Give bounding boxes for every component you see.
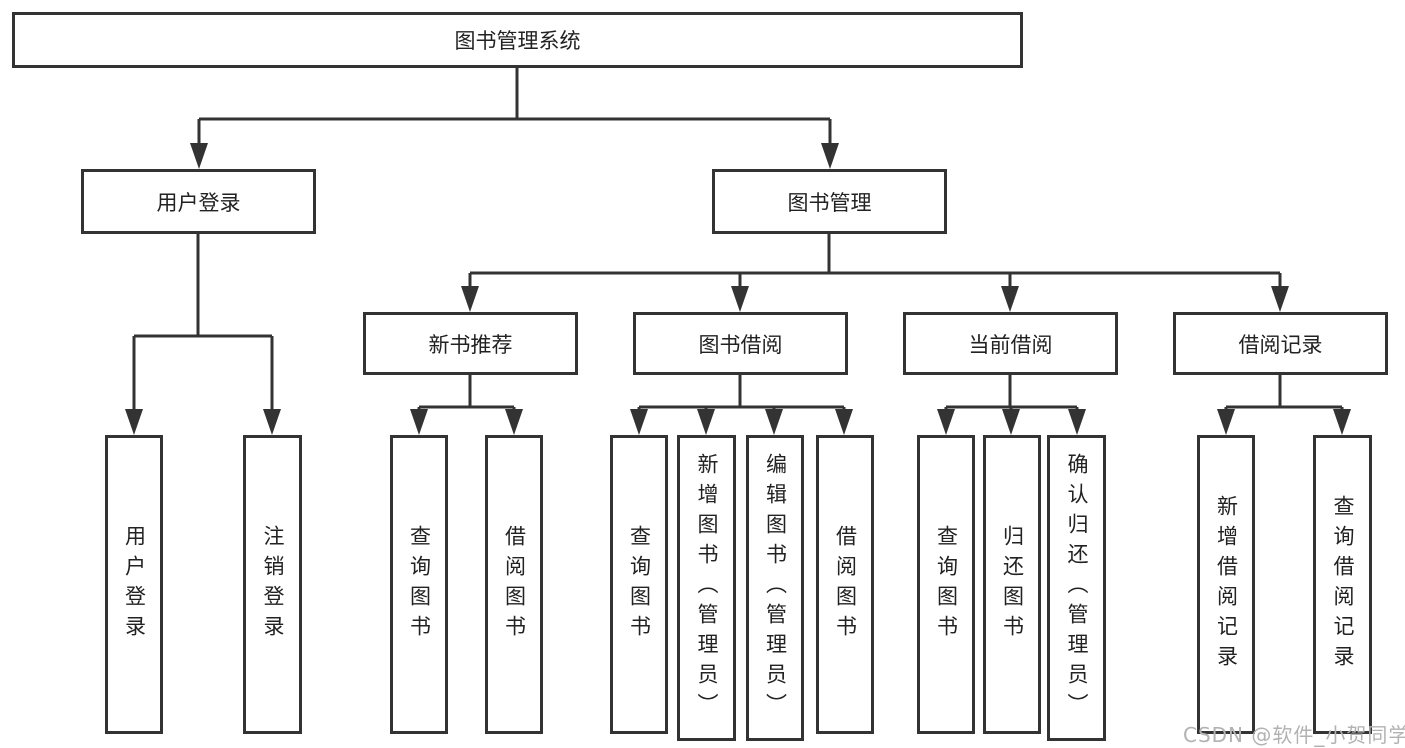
leaf-bb-borrow-book: 借阅图书 — [816, 435, 874, 734]
node-new-book-recommend: 新书推荐 — [363, 312, 578, 375]
node-book-management: 图书管理 — [712, 169, 947, 234]
node-current-borrow-label: 当前借阅 — [968, 332, 1053, 357]
leaf-cb-confirm-return-admin: 确认归还（管理员） — [1047, 435, 1106, 741]
arrowheads-level3 — [461, 286, 1289, 312]
leaf-cb-query-book-label: 查询图书 — [934, 524, 959, 645]
leaf-bb-query-book-label: 查询图书 — [627, 524, 652, 645]
leaf-br-add-record-label: 新增借阅记录 — [1214, 494, 1239, 675]
edge-currentborrow-to-leaves — [944, 375, 1079, 428]
leaf-cb-confirm-return-admin-label: 确认归还（管理员） — [1065, 453, 1089, 723]
leaf-br-query-record-label: 查询借阅记录 — [1331, 494, 1355, 675]
leaf-logout-label: 注销登录 — [261, 524, 285, 645]
node-user-login: 用户登录 — [81, 169, 316, 234]
node-root-system: 图书管理系统 — [12, 12, 1023, 68]
leaf-nb-query-book-label: 查询图书 — [407, 524, 432, 645]
leaf-bb-add-book-admin-label: 新增图书（管理员） — [695, 453, 719, 723]
node-new-book-recommend-label: 新书推荐 — [428, 332, 513, 357]
leaf-nb-query-book: 查询图书 — [390, 435, 448, 734]
edge-bookborrow-to-leaves — [637, 375, 846, 428]
csdn-watermark: CSDN @软件_小贺同学 — [1183, 723, 1405, 747]
node-book-borrow: 图书借阅 — [633, 312, 848, 375]
leaf-nb-borrow-book-label: 借阅图书 — [502, 524, 527, 645]
arrowheads-level2 — [190, 143, 839, 169]
node-book-borrow-label: 图书借阅 — [698, 332, 783, 357]
node-borrow-record-label: 借阅记录 — [1238, 332, 1323, 357]
leaf-bb-query-book: 查询图书 — [610, 435, 668, 734]
node-user-login-label: 用户登录 — [156, 190, 241, 215]
leaf-user-login: 用户登录 — [105, 435, 163, 734]
node-current-borrow: 当前借阅 — [903, 312, 1118, 375]
node-borrow-record: 借阅记录 — [1173, 312, 1388, 375]
leaf-bb-edit-book-admin: 编辑图书（管理员） — [746, 435, 804, 741]
leaf-logout: 注销登录 — [243, 435, 302, 734]
leaf-bb-edit-book-admin-label: 编辑图书（管理员） — [763, 453, 788, 723]
leaf-nb-borrow-book: 借阅图书 — [485, 435, 543, 734]
edge-user-login-to-leaves — [132, 234, 274, 428]
edge-newbook-to-leaves — [417, 375, 516, 428]
leaf-cb-return-book-label: 归还图书 — [1000, 524, 1025, 645]
leaf-user-login-label: 用户登录 — [122, 524, 147, 645]
edge-book-mgmt-to-level3 — [468, 234, 1282, 303]
arrowheads-level4 — [125, 409, 1351, 435]
leaf-cb-query-book: 查询图书 — [917, 435, 975, 734]
leaf-cb-return-book: 归还图书 — [983, 435, 1041, 734]
node-root-label: 图书管理系统 — [454, 29, 581, 53]
edge-borrowrecord-to-leaves — [1224, 375, 1344, 428]
leaf-br-add-record: 新增借阅记录 — [1197, 435, 1255, 734]
node-book-management-label: 图书管理 — [787, 190, 872, 215]
edge-root-to-level2 — [197, 68, 832, 160]
leaf-br-query-record: 查询借阅记录 — [1313, 435, 1372, 734]
leaf-bb-add-book-admin: 新增图书（管理员） — [677, 435, 736, 741]
leaf-bb-borrow-book-label: 借阅图书 — [833, 524, 858, 645]
